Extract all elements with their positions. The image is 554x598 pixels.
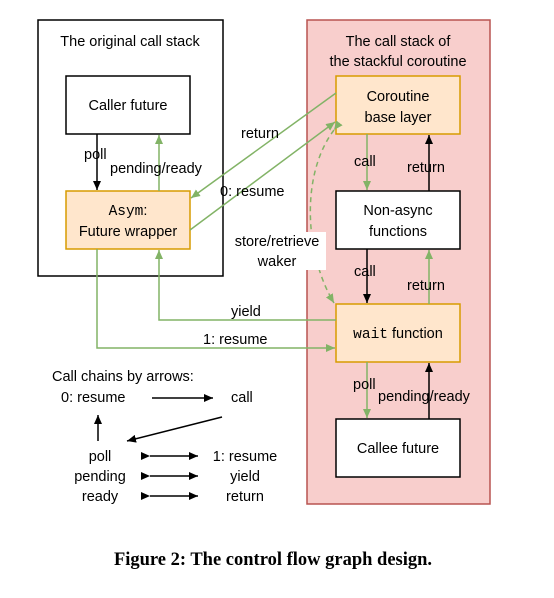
legend-resume1: 1: resume xyxy=(213,449,277,465)
callee-future-node xyxy=(335,418,461,478)
yield-arrow xyxy=(155,250,336,321)
pending-ready-label-right: pending/ready xyxy=(378,389,471,405)
legend-arrow-diagonal xyxy=(126,416,223,443)
pending-ready-label-left: pending/ready xyxy=(110,161,203,177)
resume1-arrow xyxy=(96,249,335,352)
coroutine-base-node xyxy=(335,75,461,135)
non-async-label-line2: functions xyxy=(369,224,427,240)
legend-resume0: 0: resume xyxy=(61,390,125,406)
call-label-lower: call xyxy=(354,264,376,280)
resume0-label: 0: resume xyxy=(220,184,284,200)
return-label-upper: return xyxy=(407,160,445,176)
legend-call: call xyxy=(231,390,253,406)
future-wrapper-label-line1: Asym: xyxy=(109,203,148,220)
wait-code: wait xyxy=(353,327,388,343)
return-label-lower: return xyxy=(407,278,445,294)
future-wrapper-node xyxy=(65,190,191,250)
poll-label-left: poll xyxy=(84,147,107,163)
return-to-wrapper-arrow xyxy=(190,92,337,199)
legend-yield: yield xyxy=(230,469,260,485)
wait-function-node xyxy=(335,303,461,363)
legend-title: Call chains by arrows: xyxy=(52,369,194,385)
callee-future-label: Callee future xyxy=(357,441,439,457)
call-label-upper: call xyxy=(354,154,376,170)
yield-label: yield xyxy=(231,304,261,320)
original-stack-title: The original call stack xyxy=(60,34,200,50)
caller-future-node xyxy=(65,75,191,135)
coroutine-stack-title-line2: the stackful coroutine xyxy=(329,54,466,70)
legend-ready: ready xyxy=(82,489,119,505)
asym-colon: : xyxy=(143,203,147,219)
coroutine-base-label-line2: base layer xyxy=(365,110,432,126)
legend-pending: pending xyxy=(74,469,126,485)
figure-caption: Figure 2: The control flow graph design. xyxy=(114,550,432,570)
resume1-label: 1: resume xyxy=(203,332,267,348)
future-wrapper-label-line2: Future wrapper xyxy=(79,224,177,240)
legend-return: return xyxy=(226,489,264,505)
non-async-label-line1: Non-async xyxy=(363,203,432,219)
wait-text: function xyxy=(388,326,443,342)
legend-poll: poll xyxy=(89,449,112,465)
store-retrieve-label-bg xyxy=(228,232,326,270)
resume0-arrow xyxy=(189,121,336,231)
return-to-wrapper-label: return xyxy=(241,126,279,142)
wait-function-label: wait function xyxy=(353,326,443,343)
asym-code: Asym xyxy=(109,204,144,220)
coroutine-stack-title-line1: The call stack of xyxy=(346,34,452,50)
non-async-node xyxy=(335,190,461,250)
store-retrieve-label-line1: store/retrieve xyxy=(235,234,320,250)
store-retrieve-label-line2: waker xyxy=(257,254,297,270)
poll-label-right: poll xyxy=(353,377,376,393)
caller-future-label: Caller future xyxy=(89,98,168,114)
store-retrieve-waker-arrow xyxy=(309,120,343,304)
coroutine-base-label-line1: Coroutine xyxy=(367,89,430,105)
